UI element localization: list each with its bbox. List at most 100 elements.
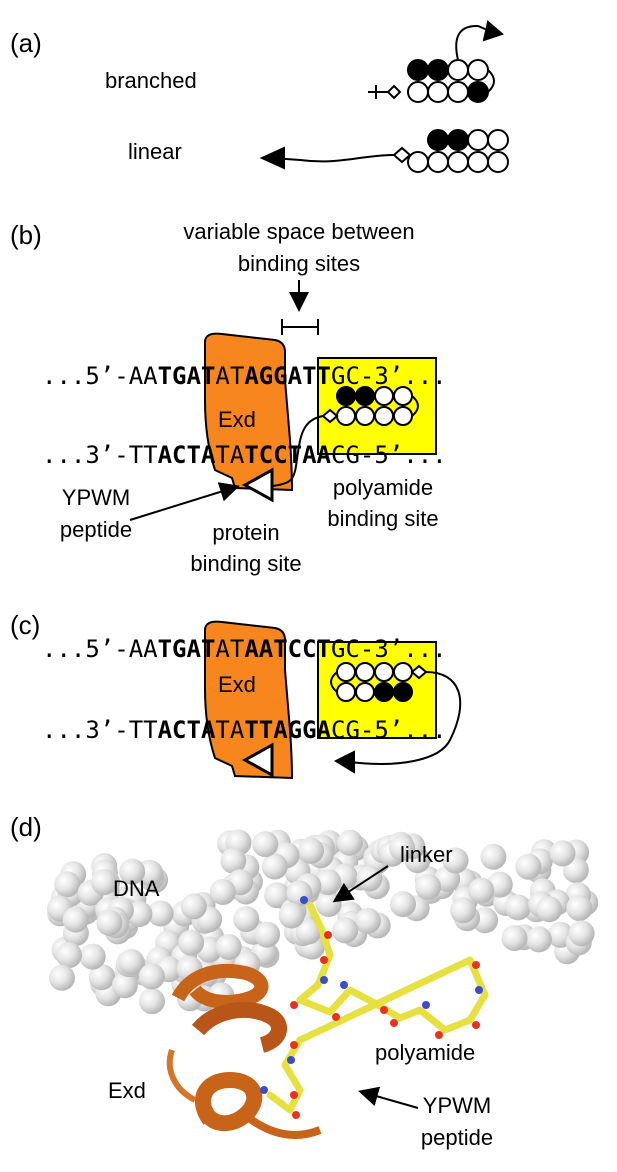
- dna-sphere: [450, 897, 477, 924]
- dna-sphere: [220, 847, 247, 874]
- stick-atom: [435, 1031, 443, 1039]
- dna-sphere: [96, 909, 123, 936]
- dna-sphere: [56, 942, 82, 969]
- linker-pointer: [332, 865, 389, 903]
- dna-sphere: [233, 906, 260, 933]
- dna-sphere: [254, 921, 281, 948]
- exd-protein-shape-c: [204, 620, 294, 780]
- ypwm-label-d-line2: peptide: [421, 1125, 493, 1150]
- stick-atom: [472, 961, 480, 969]
- polyamide-box: [317, 357, 437, 455]
- dna-sphere: [536, 896, 563, 923]
- exd-label-c: Exd: [218, 672, 256, 697]
- stick-atom: [290, 1041, 298, 1049]
- dna-sphere: [549, 840, 576, 867]
- dna-sphere: [178, 929, 205, 956]
- dna-sphere: [264, 882, 291, 909]
- dna-sphere: [480, 843, 507, 870]
- exd-helices: [166, 964, 322, 1139]
- dna-sphere: [566, 895, 593, 922]
- exd-label: Exd: [218, 407, 256, 432]
- dna-sphere: [295, 918, 322, 945]
- stick-bond: [441, 1016, 474, 1034]
- dna-sphere: [568, 920, 595, 947]
- exd-protein-shape: [204, 332, 294, 492]
- stick-bond: [281, 1061, 304, 1094]
- dna-sphere: [390, 891, 416, 918]
- dna-sphere: [54, 871, 81, 898]
- dna-sphere: [468, 877, 495, 904]
- dna-sphere: [278, 902, 305, 929]
- panel-a-label: (a): [10, 28, 42, 58]
- dna-sphere: [501, 925, 528, 952]
- dna-top-strand: ...5’-AATGATATAGGATTGC-3’...: [42, 362, 447, 390]
- stick-bond: [296, 956, 474, 1044]
- dna-sphere: [389, 834, 416, 861]
- dna-sphere: [515, 853, 542, 880]
- dna-sphere: [298, 837, 324, 864]
- stick-atom: [340, 981, 348, 989]
- dna-sphere: [79, 943, 106, 970]
- stick-atom: [324, 931, 332, 939]
- dna-sphere: [180, 893, 207, 920]
- stick-bond: [396, 1006, 424, 1022]
- stick-atom: [332, 1013, 340, 1021]
- stick-atom: [475, 986, 483, 994]
- ypwm-label-line1: YPWM: [62, 485, 130, 510]
- branched-polyamide-icon: [368, 20, 504, 103]
- dna-label: DNA: [113, 876, 160, 901]
- polyamide-glyph-icon: [271, 386, 419, 487]
- dna-sphere: [88, 964, 115, 991]
- dna-top-strand-c: ...5’-AATGATATAATCCTGC-3’...: [42, 635, 447, 663]
- stick-atom: [290, 1001, 298, 1009]
- polyamide-glyph-icon-c: [330, 662, 462, 774]
- panel-b-label: (b): [10, 220, 42, 250]
- ypwm-pointer-d: [358, 1086, 419, 1109]
- stick-bond: [266, 1091, 294, 1114]
- spacer-label-line2: binding sites: [238, 251, 360, 276]
- dna-sphere: [354, 907, 381, 934]
- dna-sphere: [442, 847, 469, 874]
- protein-site-line2: binding site: [190, 551, 301, 576]
- exd-label-d: Exd: [108, 1078, 146, 1103]
- dna-sphere: [111, 972, 138, 999]
- stick-atom: [472, 1021, 480, 1029]
- dna-sphere: [91, 869, 118, 896]
- panel-d-label: (d): [10, 812, 42, 842]
- dna-sphere: [147, 900, 174, 927]
- dna-bottom-strand-c: ...3’-TTACTATATTAGGACG-5’...: [42, 716, 447, 744]
- polyamide-site-line1: polyamide: [333, 475, 433, 500]
- stick-atom: [292, 1111, 300, 1119]
- stick-atom: [422, 1001, 430, 1009]
- linear-label: linear: [128, 139, 182, 164]
- spacer-label-line1: variable space between: [183, 219, 414, 244]
- ypwm-label-line2: peptide: [60, 517, 132, 542]
- dna-bottom-strand: ...3’-TTACTATATCCTAACG-5’...: [42, 441, 447, 469]
- dna-sphere: [261, 853, 288, 880]
- stick-atom: [390, 1019, 398, 1027]
- stick-bond: [416, 1006, 449, 1034]
- stick-atom: [300, 896, 308, 904]
- dna-sphere: [215, 934, 242, 960]
- spacer-bracket: [281, 319, 319, 335]
- stick-bond: [318, 926, 334, 959]
- branched-label: branched: [105, 68, 197, 93]
- dna-sphere: [62, 906, 89, 933]
- dna-sphere: [525, 926, 552, 953]
- stick-bond: [286, 1086, 304, 1114]
- stick-bond: [326, 986, 354, 1016]
- ypwm-arrow-icon-c: [241, 742, 274, 778]
- dna-sphere: [118, 948, 145, 975]
- panel-c-label: (c): [10, 610, 40, 640]
- dna-sphere: [139, 988, 165, 1015]
- stick-atom: [320, 976, 328, 984]
- dna-spheres: [47, 829, 599, 1015]
- linker-label: linker: [400, 842, 453, 867]
- polyamide-site-line2: binding site: [327, 506, 438, 531]
- stick-atom: [290, 1091, 298, 1099]
- dna-sphere: [505, 894, 532, 921]
- dna-sphere: [119, 858, 146, 885]
- stick-bond: [306, 901, 326, 934]
- stick-atom: [380, 1006, 388, 1014]
